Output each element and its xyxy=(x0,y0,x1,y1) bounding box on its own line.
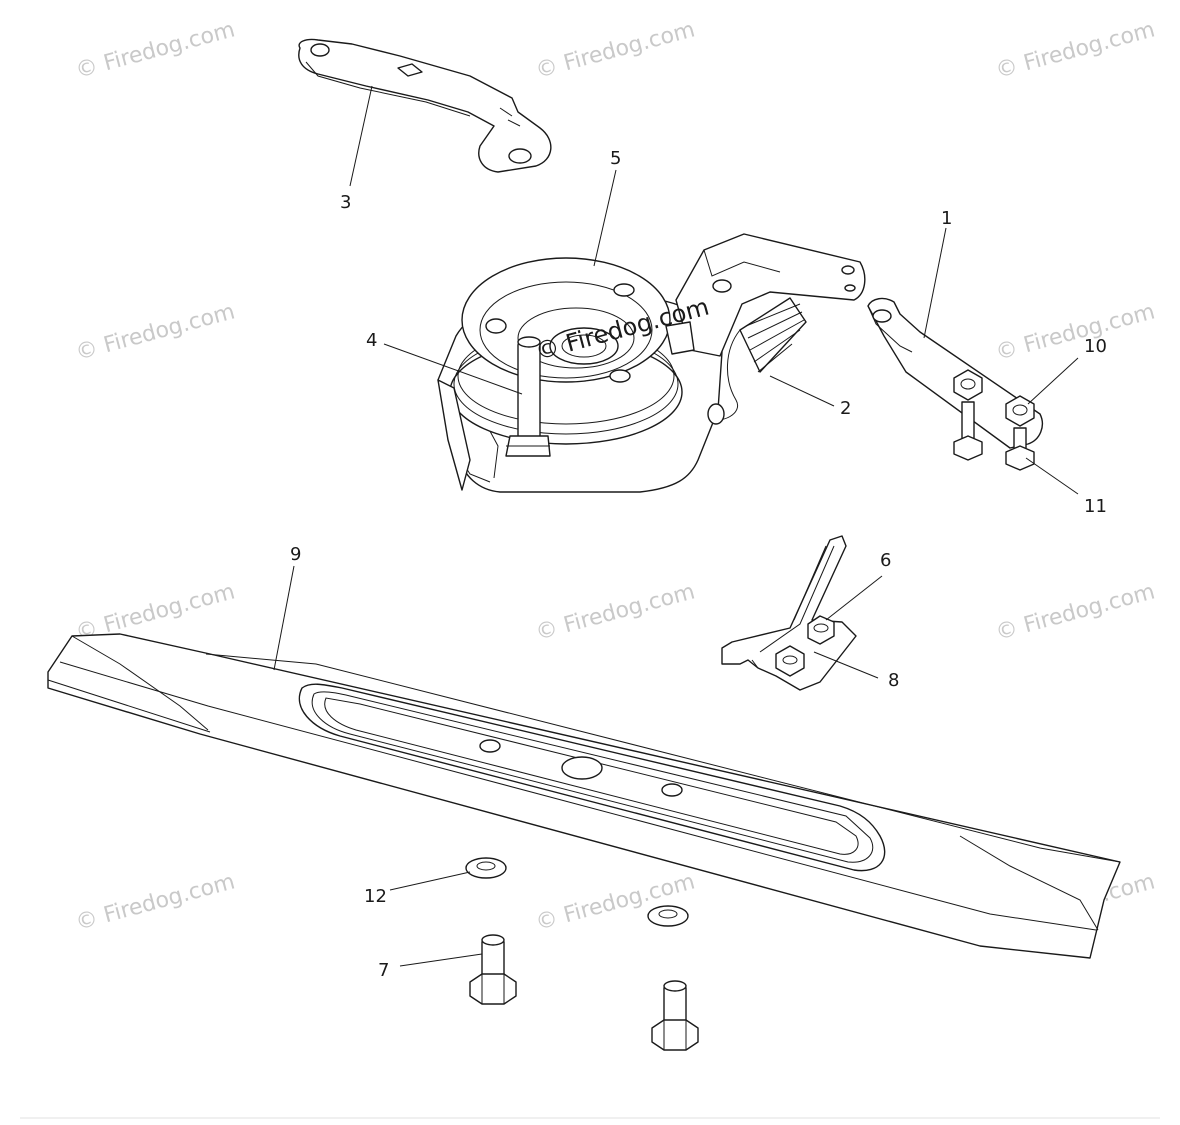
part-5-clutch-assembly xyxy=(437,233,866,493)
watermark: © Firedog.com xyxy=(993,17,1158,83)
callout-9: 9 xyxy=(290,544,301,565)
part-7-bolt xyxy=(469,934,517,1005)
part-12-lock-washer xyxy=(465,857,507,879)
part-11-bolt xyxy=(1005,445,1035,471)
part-4-pin xyxy=(505,336,551,457)
part-1-bracket-plate xyxy=(867,297,1044,471)
callout-1: 1 xyxy=(941,208,952,229)
callout-7: 7 xyxy=(378,960,389,981)
callout-11: 11 xyxy=(1084,496,1107,517)
leader-6 xyxy=(825,575,883,621)
callout-2: 2 xyxy=(840,398,851,419)
leader-11 xyxy=(1025,457,1079,495)
part-6-bolt-2 xyxy=(775,645,805,677)
part-12-lock-washer-2 xyxy=(647,905,689,927)
leader-3 xyxy=(349,85,373,187)
leader-lines xyxy=(273,85,1079,967)
callout-10: 10 xyxy=(1084,336,1107,357)
watermark: © Firedog.com xyxy=(993,579,1158,645)
part-10-nut xyxy=(953,369,983,461)
leader-2 xyxy=(769,375,835,407)
callout-5: 5 xyxy=(610,148,621,169)
watermark: © Firedog.com xyxy=(533,17,698,83)
part-2-spring xyxy=(707,297,807,425)
callout-3: 3 xyxy=(340,192,351,213)
leader-8 xyxy=(813,651,879,679)
leader-7 xyxy=(399,953,483,967)
leader-10 xyxy=(1027,357,1079,405)
callout-12: 12 xyxy=(364,886,387,907)
watermark: © Firedog.com xyxy=(73,869,238,935)
part-3-lever-bracket xyxy=(298,38,552,173)
leader-12 xyxy=(389,871,471,891)
watermark: © Firedog.com xyxy=(73,17,238,83)
callout-6: 6 xyxy=(880,550,891,571)
part-9-blade xyxy=(47,633,1121,959)
part-6-bolt xyxy=(807,615,835,645)
watermark: © Firedog.com xyxy=(533,579,698,645)
callout-8: 8 xyxy=(888,670,899,691)
callout-4: 4 xyxy=(366,330,377,351)
watermark: © Firedog.com xyxy=(993,299,1158,365)
callouts: 1 2 3 4 5 6 7 8 9 10 11 12 xyxy=(290,148,1107,981)
part-8-blade-adapter xyxy=(721,535,857,691)
leader-1 xyxy=(923,227,947,339)
part-7-bolt-2 xyxy=(651,980,699,1051)
leader-4 xyxy=(383,343,523,395)
leader-9 xyxy=(273,565,295,671)
watermark: © Firedog.com xyxy=(73,299,238,365)
leader-5 xyxy=(593,169,617,267)
